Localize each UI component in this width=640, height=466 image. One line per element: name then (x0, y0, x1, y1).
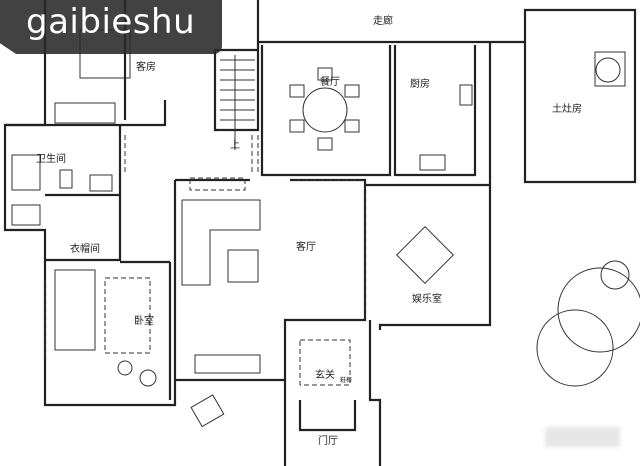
stove (595, 57, 621, 83)
watermark: gaibieshu (0, 0, 222, 54)
label-bedroom: 卧室 (134, 314, 154, 327)
label-shoe-cabinet: 鞋柜 (340, 376, 352, 384)
tree (536, 309, 614, 387)
closet-guest (54, 102, 116, 124)
label-bathroom: 卫生间 (36, 152, 66, 165)
staircase (220, 55, 255, 150)
kitchen-sink (459, 84, 473, 106)
label-dining: 餐厅 (320, 75, 340, 88)
label-kitchen: 厨房 (410, 77, 430, 90)
game-table (396, 226, 454, 284)
dining-table (302, 87, 348, 133)
bed-master (54, 269, 96, 351)
walls (3, 0, 637, 466)
label-living: 客厅 (296, 240, 316, 253)
toilet (59, 169, 73, 189)
shower (11, 154, 41, 191)
dashed-lines (44, 135, 366, 386)
watermark-text: gaibieshu (26, 2, 196, 42)
label-entertainment: 娱乐室 (412, 292, 442, 305)
label-foyer: 玄关 (315, 368, 335, 381)
outdoor-chair (190, 394, 225, 428)
label-corridor: 走廊 (373, 14, 393, 27)
kitchen-stove (419, 154, 446, 171)
blurred-mark (545, 427, 620, 447)
label-entrance-hall: 门厅 (318, 434, 338, 447)
cabinet (11, 204, 41, 226)
label-stairs-up: 上 (230, 139, 240, 151)
label-wardrobe: 衣帽间 (70, 242, 100, 255)
tree (600, 260, 630, 290)
label-guest-room: 客房 (136, 60, 156, 73)
furniture (11, 29, 626, 428)
trees (536, 260, 640, 387)
coffee-table (227, 249, 259, 283)
label-stove-room: 土灶房 (552, 102, 582, 115)
washbasin (89, 174, 113, 192)
sofa (181, 199, 261, 286)
tv-cabinet (194, 354, 261, 374)
tree (557, 267, 640, 353)
